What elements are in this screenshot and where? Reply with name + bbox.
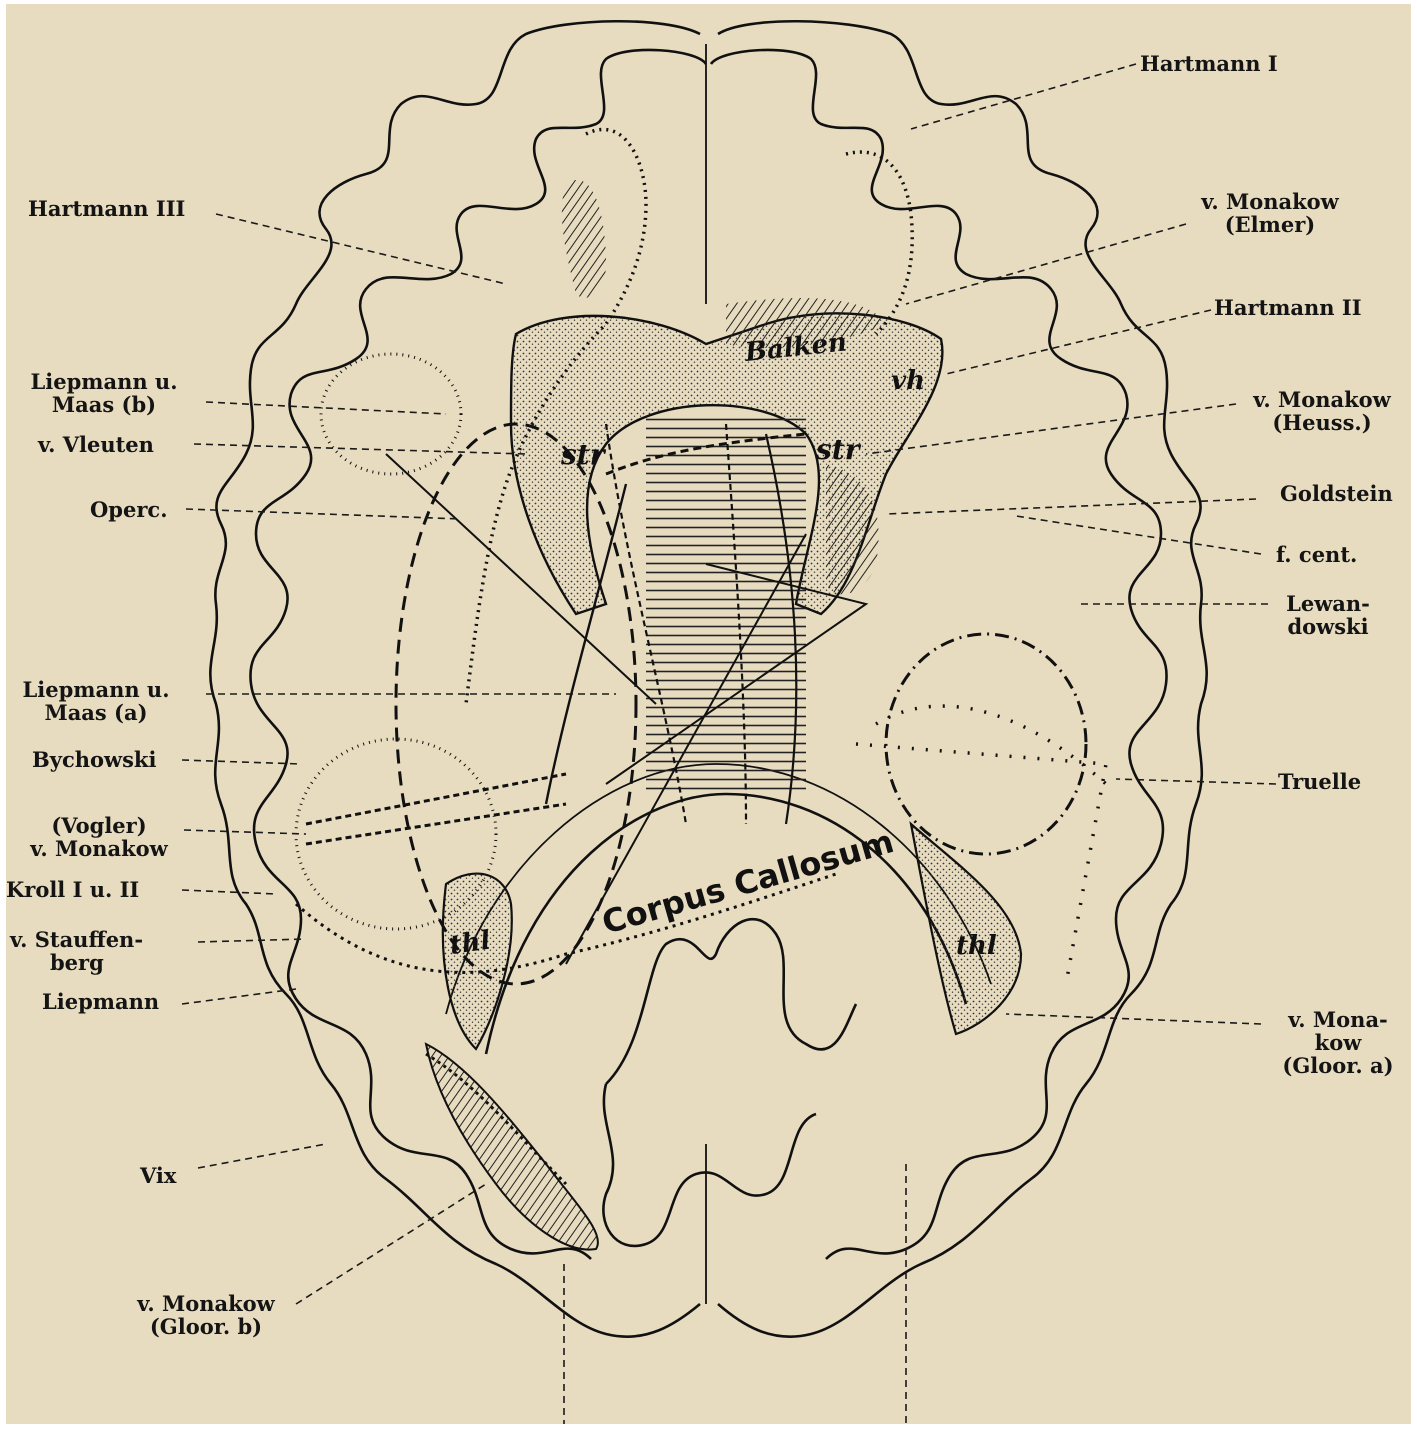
label-line: (Elmer) — [1224, 212, 1316, 237]
label-line: v. Monakow — [1253, 387, 1391, 412]
label-line: (Heuss.) — [1272, 410, 1372, 435]
label-monakow-heuss: v. Monakow (Heuss.) — [1232, 388, 1411, 434]
label-liepmann: Liepmann — [42, 989, 160, 1014]
label-hartmann-2: Hartmann II — [1214, 295, 1362, 320]
leader-lines — [181, 63, 1277, 1424]
label-line: dowski — [1287, 614, 1369, 639]
label-line: (Vogler) — [51, 813, 147, 838]
label-monakow-gloor-a: v. Mona- kow (Gloor. a) — [1268, 1008, 1408, 1077]
label-line: v. Monakow — [1201, 189, 1339, 214]
label-line: Maas (b) — [51, 392, 157, 417]
label-line: v. Stauffen- — [10, 927, 144, 952]
label-line: kow — [1314, 1030, 1362, 1055]
thl-right-label: thl — [956, 931, 997, 961]
label-hartmann-3: Hartmann III — [28, 196, 186, 221]
vh-label: vh — [891, 366, 925, 396]
label-line: Maas (a) — [44, 700, 148, 725]
label-line: Liepmann u. — [30, 369, 178, 394]
label-line: v. Mona- — [1288, 1007, 1388, 1032]
lesion-outlines — [294, 127, 1109, 1186]
label-kroll: Kroll I u. II — [6, 877, 140, 902]
figure: Corpus Callosum str str vh thl thl Balke… — [6, 4, 1411, 1424]
label-truelle: Truelle — [1278, 769, 1362, 794]
str-left-label: str — [560, 438, 607, 471]
label-bychowski: Bychowski — [32, 747, 157, 772]
label-goldstein: Goldstein — [1280, 481, 1393, 506]
thl-left-label: thl — [448, 926, 493, 961]
label-line: v. Monakow — [137, 1291, 275, 1316]
label-liepmann-maas-b: Liepmann u. Maas (b) — [6, 370, 202, 416]
label-monakow-gloor-b: v. Monakow (Gloor. b) — [116, 1292, 296, 1338]
brain-section-diagram: Corpus Callosum str str vh thl thl Balke… — [181, 19, 1277, 1424]
label-vogler-monakow: (Vogler) v. Monakow — [20, 814, 178, 860]
label-hartmann-1: Hartmann I — [1140, 51, 1278, 76]
label-line: (Gloor. b) — [149, 1314, 263, 1339]
str-right-label: str — [815, 433, 862, 466]
label-line: Lewan- — [1286, 591, 1370, 616]
brain-outline — [209, 19, 1208, 1338]
label-f-cent: f. cent. — [1276, 542, 1358, 567]
label-line: (Gloor. a) — [1282, 1053, 1394, 1078]
label-operc: Operc. — [90, 497, 168, 522]
label-line: berg — [50, 950, 104, 975]
label-stauffenberg: v. Stauffen- berg — [10, 928, 200, 974]
corpus-callosum-label: Corpus Callosum — [598, 822, 898, 942]
label-line: v. Monakow — [30, 836, 168, 861]
label-lewandowski: Lewan- dowski — [1268, 592, 1388, 638]
deep-structures — [424, 180, 1023, 1251]
label-line: Liepmann u. — [22, 677, 170, 702]
label-vleuten: v. Vleuten — [38, 432, 154, 457]
label-vix: Vix — [140, 1163, 177, 1188]
label-monakow-elmer: v. Monakow (Elmer) — [1180, 190, 1360, 236]
label-liepmann-maas-a: Liepmann u. Maas (a) — [6, 678, 186, 724]
